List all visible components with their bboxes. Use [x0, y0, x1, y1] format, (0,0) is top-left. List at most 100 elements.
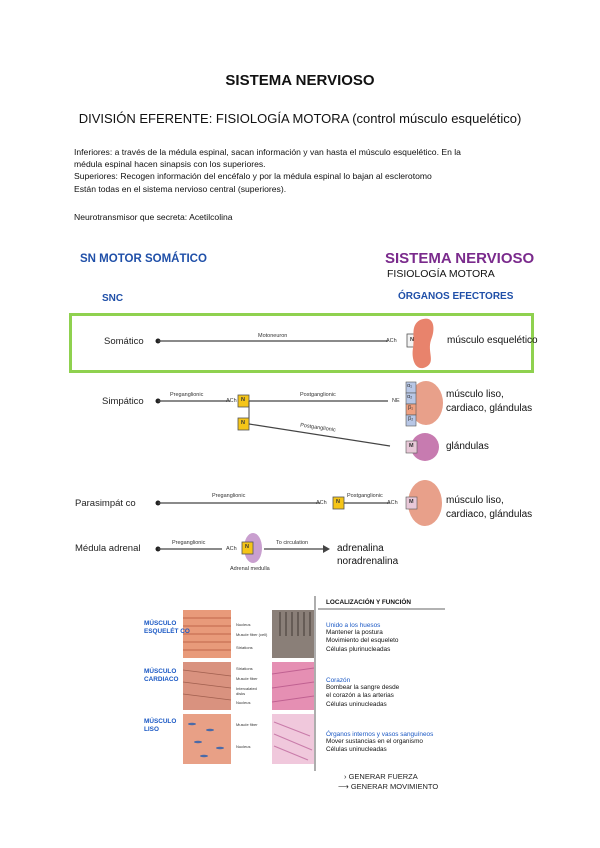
- muscle-name-line: MÚSCULO: [144, 718, 177, 725]
- table-header: LOCALIZACIÓN Y FUNCIÓN: [326, 599, 411, 606]
- function-line: Movimiento del esqueleto: [326, 637, 399, 645]
- smooth-organ-shape: [409, 381, 443, 425]
- body-line: Superiores: Recogen información del encé…: [74, 171, 432, 182]
- function-line: el corazón a las arterias: [326, 692, 394, 700]
- micro-label: Striations: [236, 645, 253, 650]
- effector-liso-1b: cardiaco, glándulas: [446, 403, 533, 414]
- b2-label: β₂: [408, 416, 414, 422]
- row-parasimpatico: Parasimpát co: [75, 498, 136, 509]
- skeletal-photo: [272, 610, 314, 658]
- cardiac-micrograph: [183, 662, 231, 710]
- preganglionic-label: Preganglionic: [172, 540, 206, 546]
- fisiologia-motora-subtitle: FISIOLOGÍA MOTORA: [387, 268, 495, 280]
- function-line: Células uninucleadas: [326, 700, 387, 708]
- muscle-name-line: CARDIACO: [144, 676, 179, 683]
- body-line: Inferiores: a través de la médula espina…: [74, 147, 461, 157]
- legend-text: GENERAR MOVIMIENTO: [350, 782, 439, 791]
- m-receptor: [405, 440, 418, 454]
- snc-label: SNC: [102, 293, 124, 304]
- micro-label: Muscle fiber: [236, 676, 258, 681]
- row-somatico: Somático: [104, 336, 144, 347]
- ach-label: ACh: [386, 338, 397, 344]
- postganglionic-axon-2: [248, 423, 391, 447]
- ach-label: ACh: [387, 500, 398, 506]
- ne-label: NE: [392, 398, 400, 404]
- subtitle-main: DIVISIÓN EFERENTE: FISIOLOGÍA MOTORA: [78, 111, 349, 126]
- receptor-b2: [405, 414, 417, 427]
- m-label: M: [409, 499, 414, 505]
- organos-efectores-label: ÓRGANOS EFECTORES: [398, 291, 514, 302]
- skeletal-muscle-shape: [412, 318, 434, 369]
- m-receptor: [405, 496, 418, 510]
- page-title: SISTEMA NERVIOSO: [225, 72, 375, 89]
- function-line: Células plurinucleadas: [326, 645, 391, 653]
- muscle-name-line: ESQUELÉT CO: [144, 628, 190, 635]
- micro-label: Nucleus: [236, 622, 251, 627]
- n-label: N: [241, 397, 245, 403]
- m-label: M: [409, 443, 414, 449]
- b1-label: β₁: [408, 405, 414, 411]
- a1-label: α₁: [407, 383, 413, 389]
- body-line: Están todas en el sistema nervioso centr…: [74, 183, 287, 194]
- effector-glandulas: glándulas: [446, 441, 489, 452]
- body-paragraph: Inferiores: a través de la médula espina…: [74, 146, 544, 195]
- micro-label: Nucleus: [236, 744, 251, 749]
- function-line: Células uninucleadas: [326, 746, 387, 754]
- function-skeletal: Unido a los huesos Mantener la postura M…: [326, 622, 398, 654]
- chevron-right-icon: ›: [344, 772, 349, 781]
- preganglionic-label: Preganglionic: [170, 392, 204, 398]
- neurotransmitter-line: Neurotransmisor que secreta: Acetilcolin…: [74, 212, 233, 222]
- postganglionic-label: Postganglionic: [347, 493, 383, 499]
- smooth-photo: [272, 714, 314, 764]
- adrenal-n: [241, 541, 254, 555]
- body-line: médula espinal hacen sinapsis con los su…: [74, 159, 266, 170]
- micro-label: Striations: [236, 666, 253, 671]
- function-line: Bombear la sangre desde: [326, 684, 400, 691]
- muscle-name-line: MÚSCULO: [144, 620, 177, 627]
- arrow-right-icon: ⟶: [338, 782, 351, 791]
- page-subtitle: DIVISIÓN EFERENTE: FISIOLOGÍA MOTORA (co…: [0, 111, 600, 126]
- muscle-name-line: LISO: [144, 726, 159, 733]
- sistema-nervioso-title: SISTEMA NERVIOSO: [385, 250, 535, 267]
- effector-liso-2b: cardiaco, glándulas: [446, 509, 533, 520]
- smooth-organ-shape: [408, 480, 442, 526]
- n-label: N: [410, 337, 414, 343]
- a2-label: α₂: [407, 394, 413, 400]
- effector-noradrenalina: noradrenalina: [337, 556, 399, 567]
- muscle-table-graphics: [182, 596, 445, 771]
- effector-adrenalina: adrenalina: [337, 543, 384, 554]
- row-simpatico: Simpático: [102, 396, 144, 407]
- muscle-name-line: MÚSCULO: [144, 668, 177, 675]
- micro-label: Muscle fiber (cell): [236, 632, 268, 637]
- legend-text: GENERAR FUERZA: [348, 772, 418, 781]
- efferent-diagram: [155, 318, 443, 563]
- row-medula-adrenal: Médula adrenal: [75, 543, 141, 554]
- location-text: Corazón: [326, 677, 351, 684]
- function-line: Mantener la postura: [326, 629, 383, 636]
- function-line: Mover sustancias en el organismo: [326, 738, 423, 745]
- ach-label: ACh: [226, 398, 237, 404]
- somatic-highlight-box: [69, 313, 534, 373]
- motoneuron-label: Motoneuron: [258, 333, 288, 339]
- arrow-head: [323, 545, 330, 553]
- postganglionic-label: Postganglionic: [300, 392, 336, 398]
- location-text: Unido a los huesos: [326, 622, 381, 629]
- ach-label: ACh: [316, 500, 327, 506]
- effector-liso-1a: músculo liso,: [446, 389, 504, 400]
- n-label: N: [245, 544, 249, 550]
- effector-esqueletico: músculo esquelético: [447, 335, 538, 346]
- sn-motor-somatico-title: SN MOTOR SOMÁTICO: [80, 253, 207, 265]
- function-smooth: Órganos internos y vasos sanguíneos Move…: [326, 731, 433, 755]
- micro-label: Muscle fiber: [236, 722, 258, 727]
- n-label: N: [241, 420, 245, 426]
- ach-label: ACh: [226, 546, 237, 552]
- preganglionic-label: Preganglionic: [212, 493, 246, 499]
- micro-label: Nucleus: [236, 700, 251, 705]
- legend-fuerza: › GENERAR FUERZA: [344, 772, 418, 781]
- cardiac-photo: [272, 662, 314, 710]
- n-label: N: [336, 499, 340, 505]
